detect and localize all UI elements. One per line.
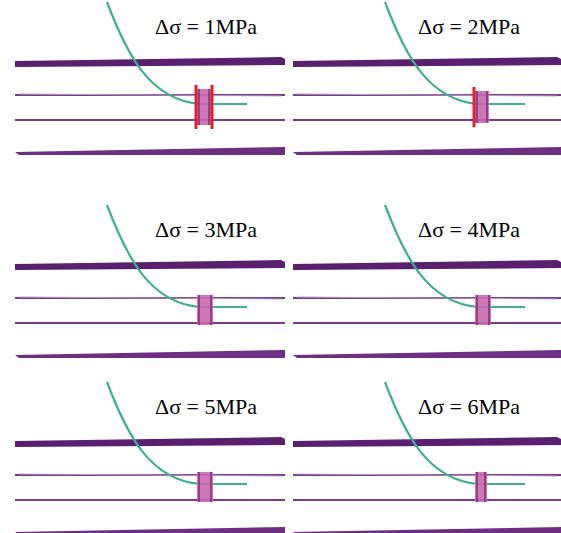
fracture-edge	[476, 472, 478, 502]
stress-difference-label: Δσ = 6MPa	[418, 394, 520, 420]
lower-barrier-layer	[293, 147, 561, 155]
layer-interface	[293, 119, 561, 121]
layer-interface	[15, 94, 285, 96]
fracture-edge	[486, 91, 488, 123]
layer-interface-shade	[297, 94, 557, 96]
well-trajectory	[385, 382, 525, 484]
lower-barrier-layer	[293, 527, 561, 533]
hydraulic-fracture	[197, 295, 213, 325]
layer-interface-shade	[19, 474, 281, 476]
model-panel	[15, 205, 285, 358]
fracture-height-growth	[211, 85, 214, 129]
lower-barrier-layer	[15, 350, 285, 358]
model-panel	[293, 2, 561, 155]
fracture-edge	[476, 295, 478, 325]
upper-barrier-layer	[15, 57, 285, 67]
lower-barrier-layer	[15, 527, 285, 533]
fracture-edge	[210, 295, 212, 325]
layer-interface-shade	[297, 474, 557, 476]
hydraulic-fracture	[475, 295, 491, 325]
fracture-edge	[198, 295, 200, 325]
hydraulic-fracture	[475, 472, 487, 502]
layer-interface-shade	[19, 94, 281, 96]
lower-barrier-layer	[293, 350, 561, 358]
upper-barrier-layer	[293, 260, 561, 270]
model-panel	[15, 382, 285, 533]
stress-difference-label: Δσ = 4MPa	[418, 217, 520, 243]
fracture-edge	[488, 295, 490, 325]
upper-barrier-layer	[15, 260, 285, 270]
stress-difference-label: Δσ = 5MPa	[155, 394, 257, 420]
hydraulic-fracture	[197, 472, 213, 502]
fracture-height-growth	[473, 87, 476, 127]
layer-interface	[15, 322, 285, 324]
model-panel	[15, 2, 285, 155]
fracture-edge	[484, 472, 486, 502]
lower-barrier-layer	[15, 147, 285, 155]
fracture-edge	[476, 91, 478, 123]
layer-interface	[15, 499, 285, 501]
fracture-edge	[198, 472, 200, 502]
stress-difference-label: Δσ = 1MPa	[155, 14, 257, 40]
fracture-edge	[198, 89, 200, 125]
fracture-edge	[210, 472, 212, 502]
layer-interface	[15, 297, 285, 299]
layer-interface	[293, 322, 561, 324]
layer-interface	[293, 499, 561, 501]
fracture-height-growth	[195, 85, 198, 129]
well-trajectory	[385, 205, 525, 307]
upper-barrier-layer	[293, 437, 561, 447]
model-panel	[293, 205, 561, 358]
well-trajectory	[385, 2, 525, 104]
hydraulic-fracture	[197, 89, 211, 125]
layer-interface-shade	[297, 297, 557, 299]
layer-interface	[15, 474, 285, 476]
layer-interface	[293, 94, 561, 96]
upper-barrier-layer	[293, 57, 561, 67]
fracture-edge	[208, 89, 210, 125]
layer-interface-shade	[19, 297, 281, 299]
model-panel	[293, 382, 561, 533]
stress-difference-label: Δσ = 2MPa	[418, 14, 520, 40]
upper-barrier-layer	[15, 437, 285, 447]
hydraulic-fracture	[475, 91, 489, 123]
layer-interface	[15, 119, 285, 121]
stress-difference-label: Δσ = 3MPa	[155, 217, 257, 243]
layer-interface	[293, 297, 561, 299]
layer-interface	[293, 474, 561, 476]
